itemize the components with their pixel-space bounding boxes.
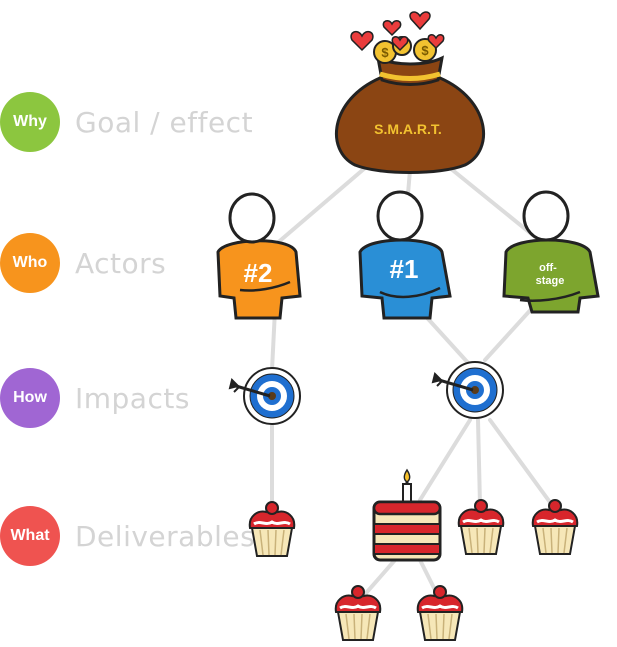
line-goal-actor2 xyxy=(273,166,367,247)
line-offstage-impact xyxy=(483,303,537,362)
what-label: Deliverables xyxy=(75,519,256,553)
level-what: What Deliverables xyxy=(0,506,255,566)
target-icon xyxy=(228,366,302,426)
actor-offstage-label-line2: stage xyxy=(536,275,565,287)
why-label: Goal / effect xyxy=(75,105,254,139)
level-why: Why Goal / effect xyxy=(0,92,253,152)
cupcake-icon xyxy=(248,500,296,558)
svg-text:$: $ xyxy=(381,45,389,60)
level-how: How Impacts xyxy=(0,368,190,428)
actor-1-label: #1 xyxy=(390,254,419,284)
actor-offstage-label-line1: off- xyxy=(539,262,557,274)
actor-offstage: off- stage xyxy=(502,190,600,314)
who-label: Actors xyxy=(75,246,167,280)
cake-icon xyxy=(372,468,442,562)
actor-2-label: #2 xyxy=(244,258,273,288)
cupcake-icon xyxy=(334,584,382,642)
line-impact1-cupcake-a xyxy=(476,418,482,507)
target-icon xyxy=(431,360,505,420)
actor-1: #1 xyxy=(358,190,452,320)
actor-2: #2 xyxy=(216,192,302,320)
line-cake-cupcake-a xyxy=(358,558,397,602)
how-badge: How xyxy=(0,368,60,428)
cupcake-icon xyxy=(416,584,464,642)
line-actor2-impact xyxy=(270,308,277,372)
why-badge: Why xyxy=(0,92,60,152)
goal-bag: S.M.A.R.T. $ $ xyxy=(334,11,486,174)
how-label: Impacts xyxy=(75,381,190,415)
line-impact1-cake xyxy=(418,418,472,502)
cupcake-icon xyxy=(531,498,579,556)
what-badge: What xyxy=(0,506,60,566)
level-who: Who Actors xyxy=(0,233,166,293)
heart-icon xyxy=(350,11,445,52)
cupcake-icon xyxy=(457,498,505,556)
who-badge: Who xyxy=(0,233,60,293)
svg-text:$: $ xyxy=(421,43,429,58)
line-impact1-cupcake-b xyxy=(488,418,554,507)
bag-text: S.M.A.R.T. xyxy=(374,121,442,137)
